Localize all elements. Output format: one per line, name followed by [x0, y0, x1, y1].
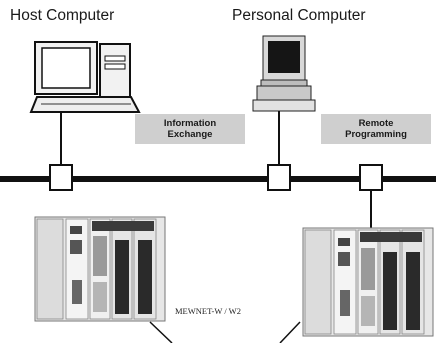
network-name-label: MEWNET-W / W2: [175, 306, 241, 316]
host-computer-title: Host Computer: [10, 7, 115, 24]
plc-rack-icon: [302, 227, 434, 337]
personal-computer-title: Personal Computer: [232, 7, 366, 24]
workstation-computer-icon: [252, 35, 316, 112]
network-bus: [0, 176, 436, 182]
desktop-computer-icon: [29, 41, 141, 113]
plc-rack-icon: [34, 216, 166, 322]
network-node: [267, 164, 291, 191]
network-node: [359, 164, 383, 191]
network-node: [49, 164, 73, 191]
